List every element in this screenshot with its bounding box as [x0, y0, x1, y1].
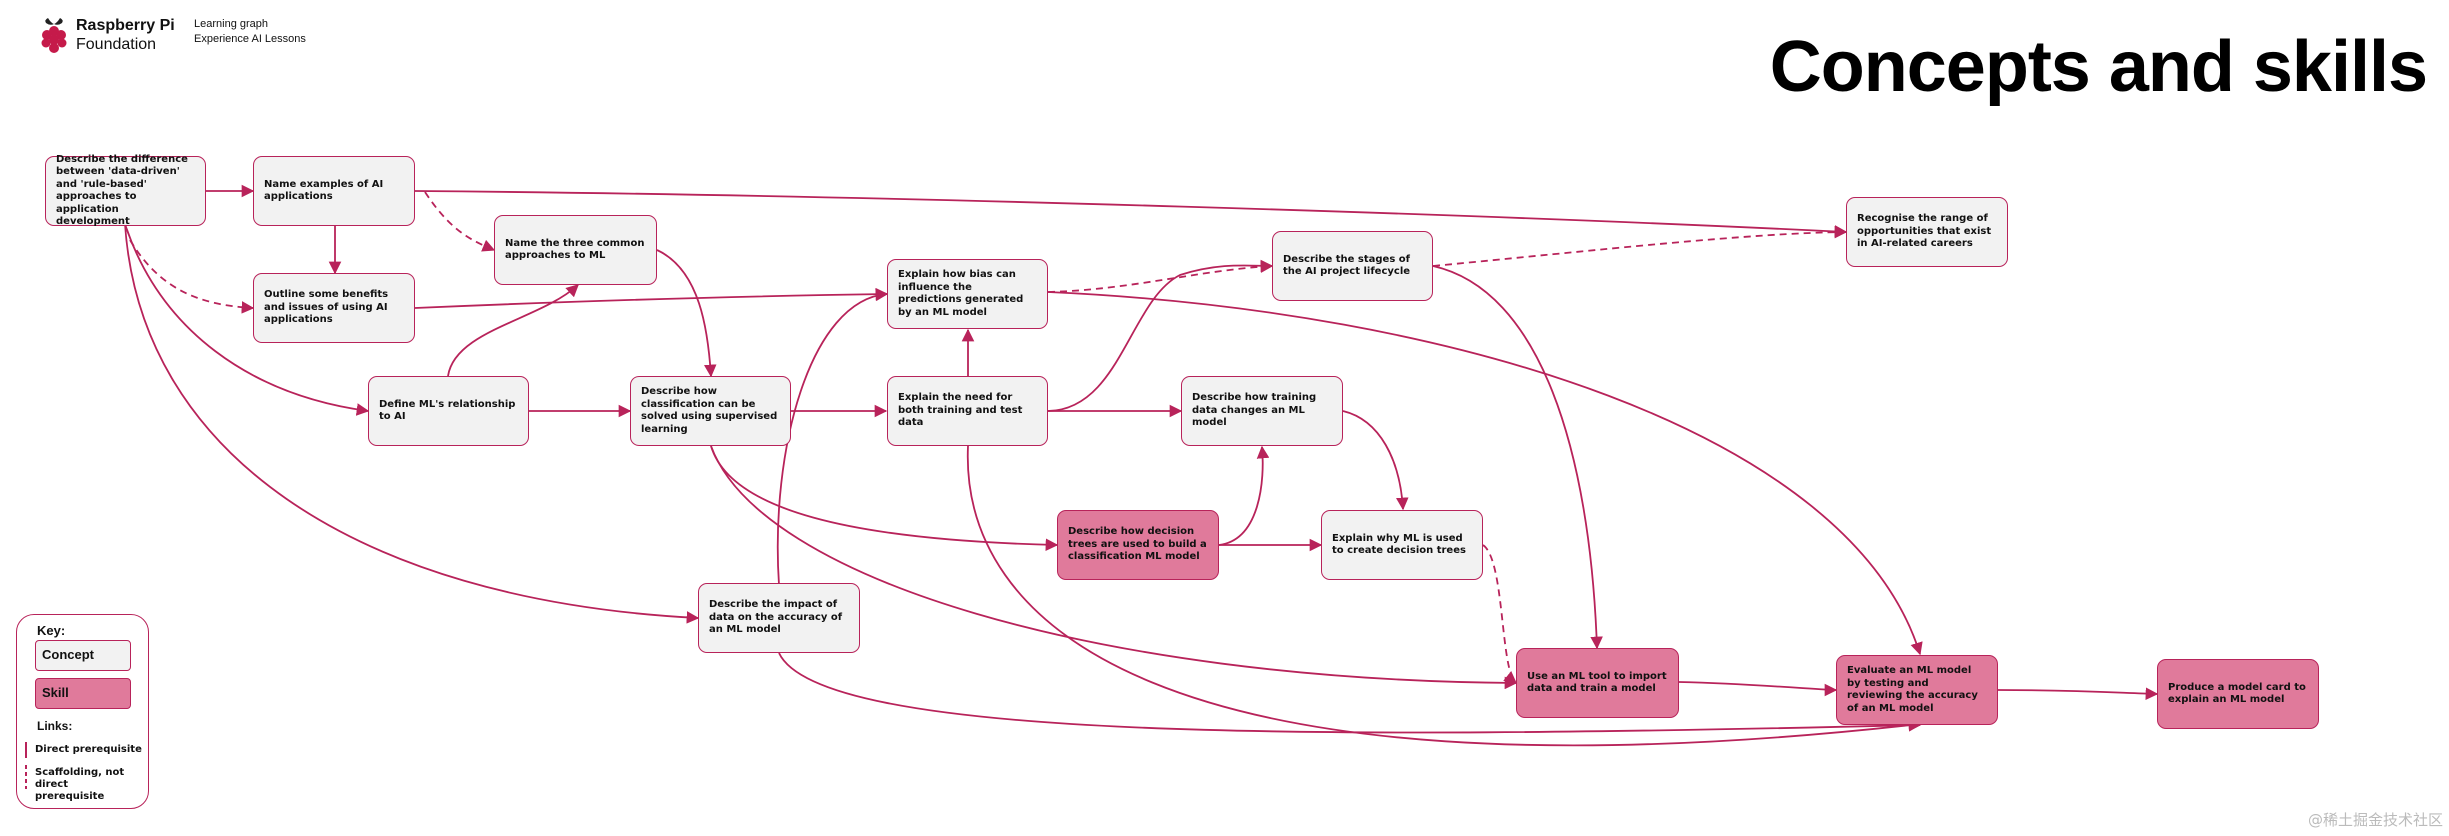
link-examples-to-recognise [414, 190, 1848, 238]
scaffold-examples-to-namethree [424, 191, 496, 252]
link-stages-to-usetool [1432, 265, 1603, 650]
link-bias-to-evaluate [1047, 291, 1923, 656]
node-use-ml-tool: Use an ML tool to import data and train … [1516, 648, 1679, 718]
brand: Raspberry Pi Foundation [76, 16, 175, 54]
node-describe-decision-trees: Describe how decision trees are used to … [1057, 510, 1219, 580]
node-describe-training-changes: Describe how training data changes an ML… [1181, 376, 1343, 446]
node-explain-training-test: Explain the need for both training and t… [887, 376, 1048, 446]
node-name-examples: Name examples of AI applications [253, 156, 415, 226]
link-outline-to-bias [414, 287, 889, 309]
node-describe-stages: Describe the stages of the AI project li… [1272, 231, 1433, 301]
brand-name: Raspberry Pi [76, 17, 175, 34]
raspberry-pi-logo-icon [41, 18, 67, 53]
legend-links-title: Links: [37, 719, 73, 733]
link-evaluate-to-produce [1997, 687, 2159, 700]
watermark: @稀土掘金技术社区 [2307, 811, 2443, 829]
node-describe-impact: Describe the impact of data on the accur… [698, 583, 860, 653]
node-outline-benefits: Outline some benefits and issues of usin… [253, 273, 415, 343]
node-describe-classification: Describe how classification can be solve… [630, 376, 791, 446]
node-evaluate-model: Evaluate an ML model by testing and revi… [1836, 655, 1998, 725]
page-title: Concepts and skills [1769, 27, 2428, 107]
link-trainingchanges-to-explainwhy [1342, 410, 1409, 511]
legend-title: Key: [37, 623, 66, 638]
node-describe-difference: Describe the difference between 'data-dr… [45, 154, 206, 227]
link-define-to-namethree [447, 284, 579, 377]
link-usetool-to-evaluate [1678, 681, 1838, 697]
node-explain-bias: Explain how bias can influence the predi… [887, 259, 1048, 329]
link-classification-to-decisiontrees [710, 445, 1059, 552]
scaffold-difference-to-outline [129, 239, 255, 314]
legend-dashed-line-icon [25, 765, 27, 789]
scaffold-bias-to-stages [1047, 260, 1274, 293]
node-produce-card: Produce a model card to explain an ML mo… [2157, 659, 2319, 729]
link-trainingtest-to-evaluate [966, 445, 1922, 747]
scaffold-stages-to-recognise [1432, 225, 1848, 267]
header-subtitle: Learning graph Experience AI Lessons [194, 17, 306, 47]
link-impact-to-evaluate [778, 652, 1922, 734]
legend: Key: Concept Skill Links: Direct prerequ… [16, 614, 149, 809]
subtitle-lessons: Experience AI Lessons [194, 33, 306, 45]
node-define-ml: Define ML's relationship to AI [368, 376, 529, 446]
node-recognise-range: Recognise the range of opportunities tha… [1846, 197, 2008, 267]
node-name-three: Name the three common approaches to ML [494, 215, 657, 285]
subtitle-learning-graph: Learning graph [194, 18, 269, 30]
brand-foundation: Foundation [76, 36, 157, 53]
scaffold-explainwhy-to-usetool [1482, 544, 1517, 684]
link-classification-to-usetool [710, 445, 1518, 690]
legend-scaffolding: Scaffolding, not direct prerequisite [35, 767, 125, 802]
legend-skill: Skill [35, 678, 131, 709]
link-difference-to-define [124, 223, 370, 416]
node-explain-why-ml: Explain why ML is used to create decisio… [1321, 510, 1483, 580]
link-difference-to-impact [124, 223, 700, 624]
link-decisiontrees-to-trainingchanges [1218, 445, 1270, 546]
link-impact-to-bias [776, 288, 889, 586]
legend-concept: Concept [35, 640, 131, 671]
legend-direct: Direct prerequisite [35, 744, 142, 755]
link-trainingtest-to-stages [1047, 259, 1274, 412]
link-namethree-to-classification [656, 249, 717, 378]
legend-solid-line-icon [25, 742, 27, 758]
